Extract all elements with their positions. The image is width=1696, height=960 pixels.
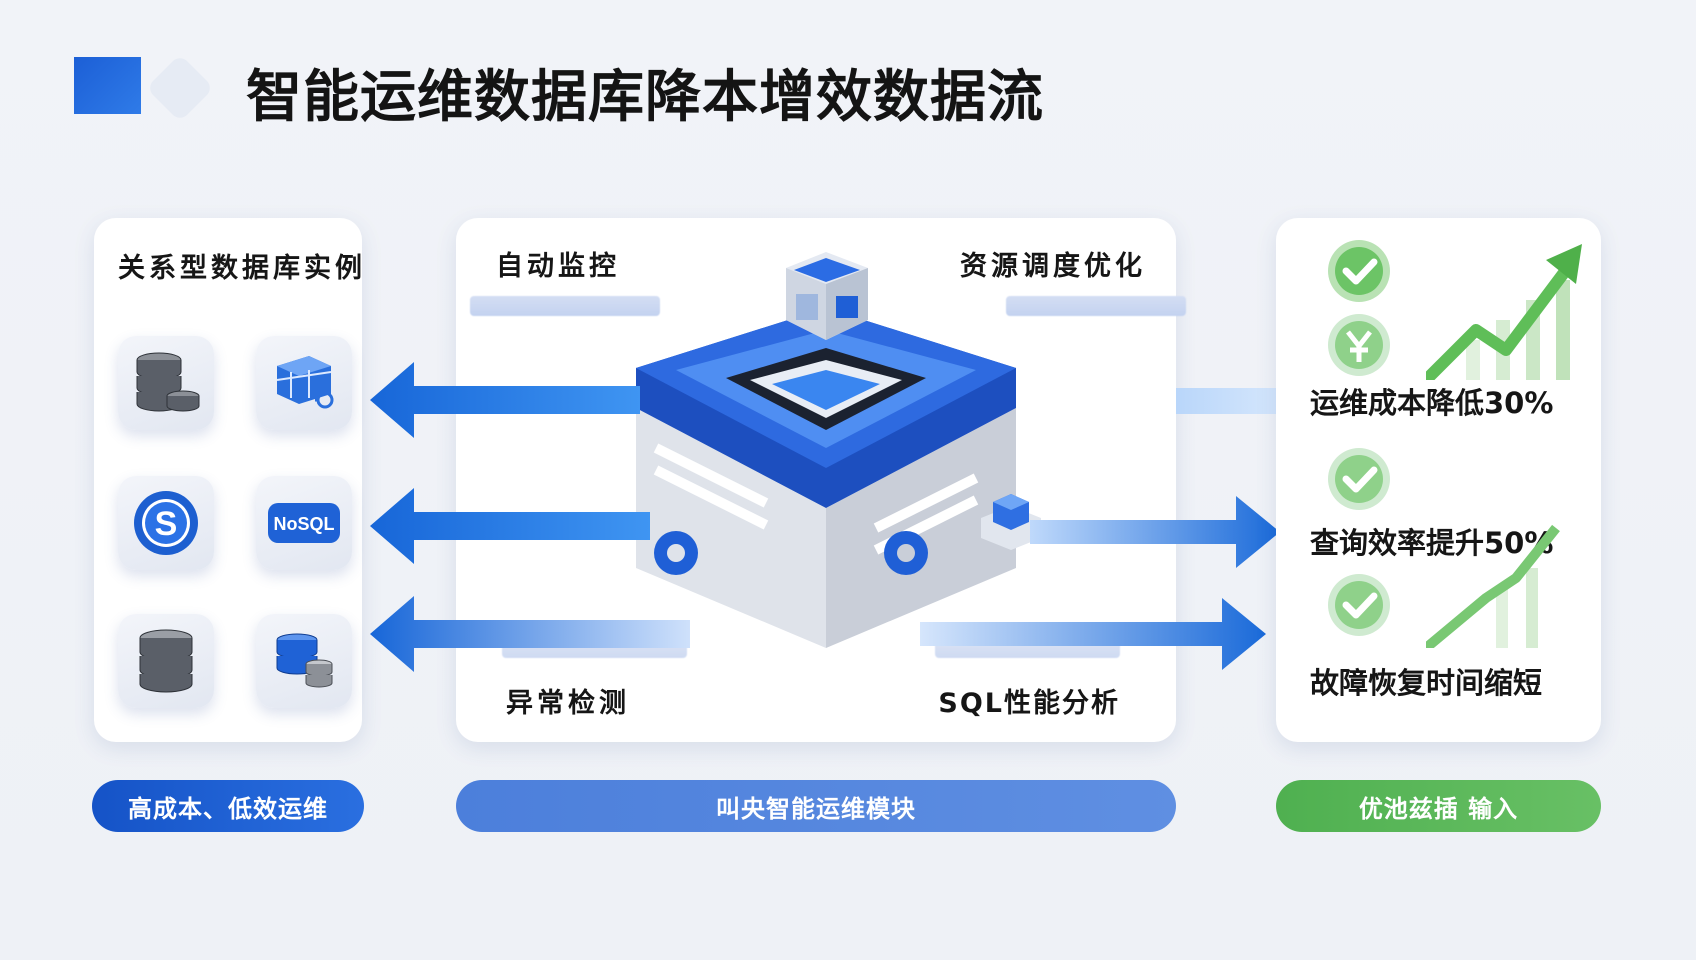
blue-table-icon[interactable] (256, 336, 352, 430)
connector-bar-top (1176, 388, 1276, 414)
check-icon (1328, 448, 1390, 510)
s-badge-icon[interactable]: S (118, 476, 214, 570)
results-panel: 运维成本降低30% 查询效率提升50% 故障恢复时间缩短 (1276, 218, 1601, 742)
panel-heading-databases: 关系型数据库实例 (118, 253, 366, 284)
page-title: 智能运维数据库降本增效数据流 (246, 65, 1044, 130)
arrow-left-top (370, 362, 640, 438)
check-icon (1328, 240, 1390, 302)
blue-table-icon (276, 356, 334, 409)
pill-optimized-input: 优池兹插 输入 (1276, 780, 1601, 832)
server-chip-illustration (636, 252, 1041, 648)
label-anomaly-detection: 异常检测 (506, 688, 630, 719)
growth-chart-icon (1426, 244, 1582, 380)
check-icon (1328, 574, 1390, 636)
database-stack-icon[interactable] (118, 336, 214, 430)
label-bar (470, 296, 660, 316)
arrow-right-bottom (920, 598, 1266, 670)
s-badge-text: S (155, 505, 178, 543)
pill-central-ops: 叫央智能运维模块 (456, 780, 1176, 832)
nosql-icon: NoSQL (268, 503, 340, 543)
nosql-icon[interactable]: NoSQL (256, 476, 352, 570)
label-sql-analysis: SQL性能分析 (938, 688, 1120, 719)
yen-check-icon (1328, 314, 1390, 376)
database-stack-icon (136, 352, 200, 412)
gray-database-icon[interactable] (118, 614, 214, 708)
metric-query-efficiency: 查询效率提升50% (1310, 526, 1554, 560)
arrow-left-middle (370, 488, 650, 564)
blue-database-icon (276, 633, 333, 688)
label-auto-monitoring: 自动监控 (496, 251, 620, 282)
database-instances-panel: 关系型数据库实例 S (94, 218, 362, 742)
growth-chart-icon (1426, 524, 1560, 648)
blue-database-icon[interactable] (256, 614, 352, 708)
gray-database-icon (139, 629, 193, 693)
metric-recovery-time: 故障恢复时间缩短 (1310, 666, 1543, 700)
arrow-left-bottom (370, 596, 690, 672)
title-gray-diamond (146, 54, 214, 122)
central-ops-panel: 自动监控 资源调度优化 异常检测 SQL性能分析 (456, 218, 1186, 742)
title-blue-square (74, 57, 141, 114)
arrow-right-middle (1030, 496, 1280, 568)
nosql-text: NoSQL (274, 514, 335, 534)
s-badge-icon: S (134, 491, 198, 555)
label-resource-scheduling: 资源调度优化 (960, 251, 1146, 282)
pill-high-cost: 高成本、低效运维 (92, 780, 364, 832)
metric-cost-reduction: 运维成本降低30% (1310, 386, 1554, 420)
label-bar (1006, 296, 1186, 316)
